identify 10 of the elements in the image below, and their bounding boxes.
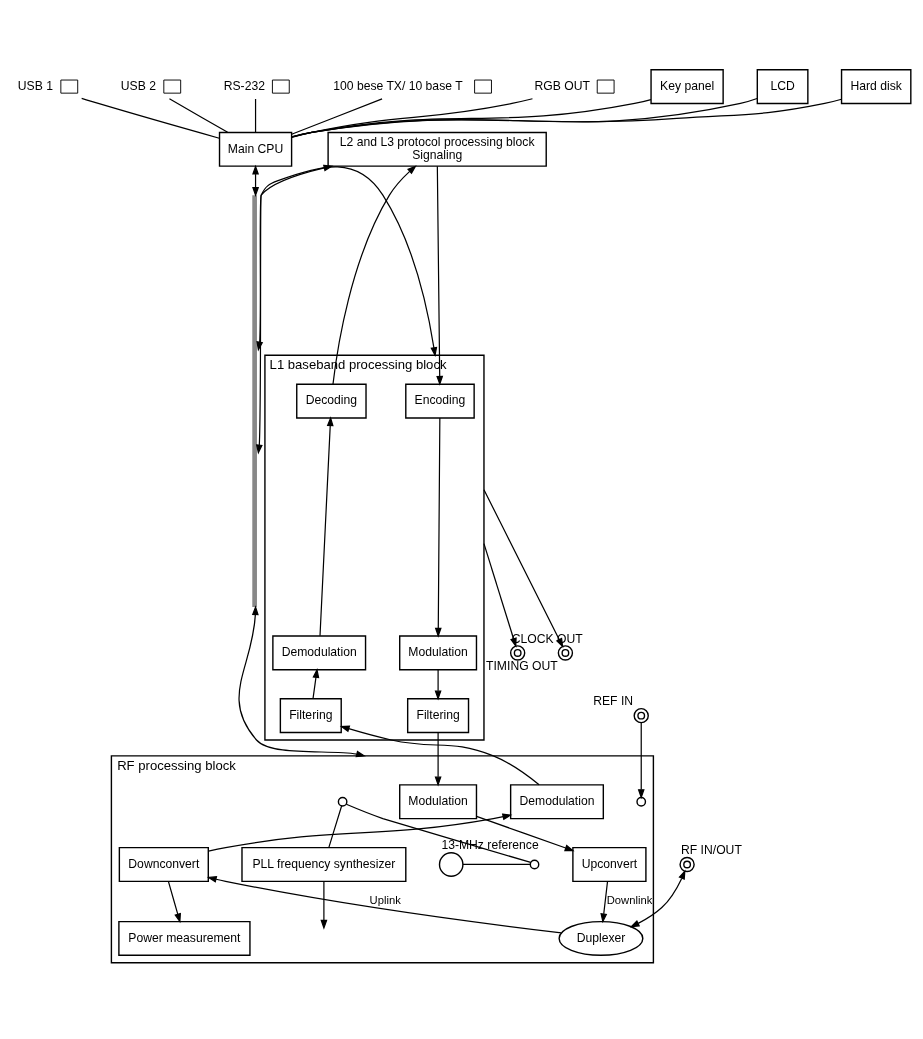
node-label: TIMING OUT <box>486 658 558 673</box>
edge-label: Uplink <box>369 893 401 906</box>
edge-label: Downlink <box>606 893 653 906</box>
node-label: RS-232 <box>223 78 265 93</box>
node-label: REF IN <box>593 693 634 708</box>
node-label: 100 bese TX/ 10 base T <box>333 78 463 93</box>
node-label: USB 2 <box>120 78 156 93</box>
node-label: RGB OUT <box>534 78 590 93</box>
node-label: RF IN/OUT <box>681 842 742 857</box>
node-label: USB 1 <box>17 78 53 93</box>
